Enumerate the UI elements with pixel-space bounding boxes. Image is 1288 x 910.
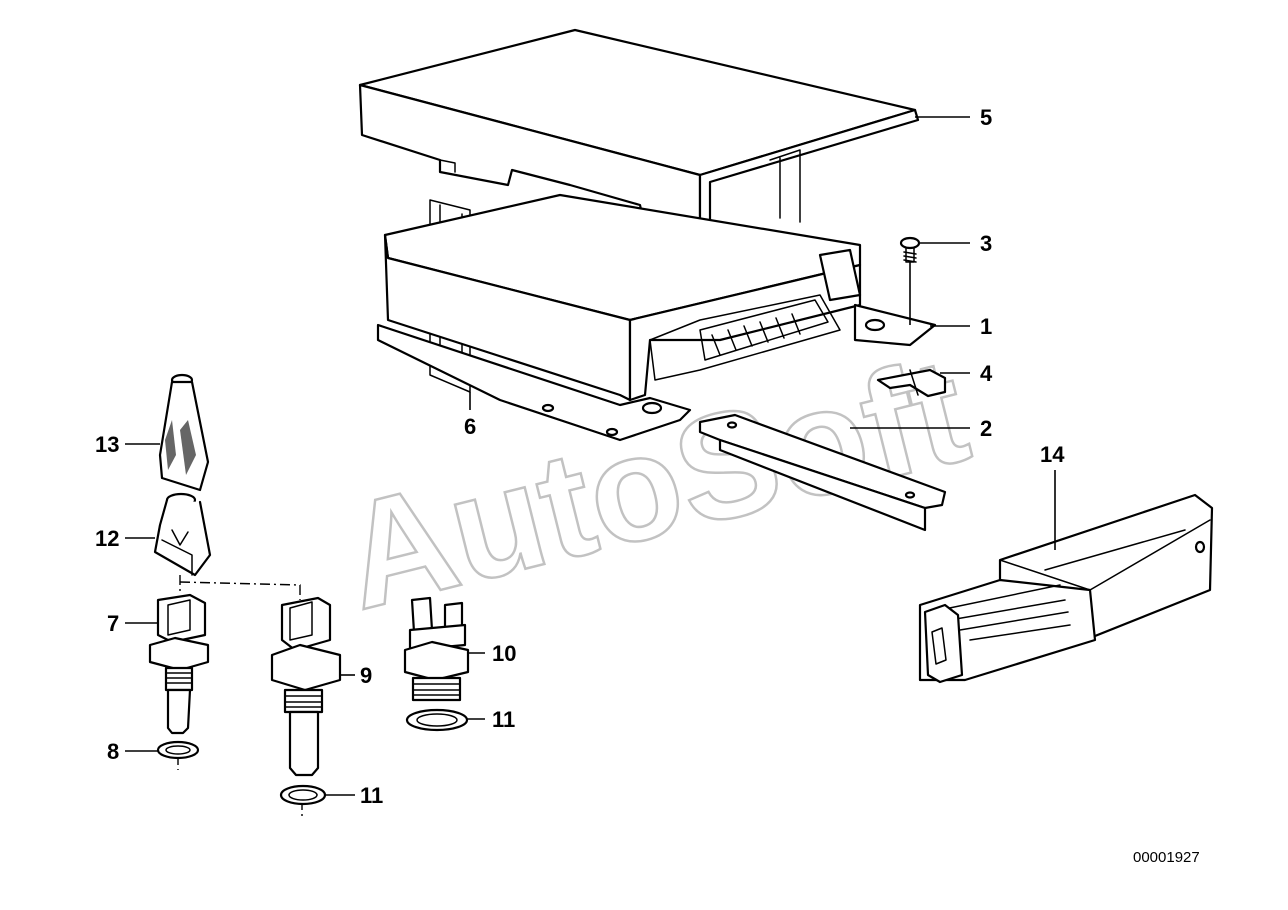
part-12-connector[interactable] (153, 492, 212, 577)
callout-10: 10 (492, 641, 516, 666)
part-13-boot[interactable] (158, 373, 210, 492)
callout-14: 14 (1040, 442, 1065, 467)
callout-9: 9 (360, 663, 372, 688)
callout-5: 5 (980, 105, 992, 130)
callout-8: 8 (107, 739, 119, 764)
callout-2: 2 (980, 416, 992, 441)
leader-lines (125, 116, 1056, 796)
part-3-screw[interactable] (899, 236, 921, 325)
part-5-cover[interactable] (358, 28, 920, 242)
part-14-module[interactable] (918, 493, 1214, 684)
part-1-control-unit[interactable] (376, 193, 937, 442)
part-10-switch[interactable] (403, 596, 470, 702)
callout-7: 7 (107, 611, 119, 636)
part-4-clip[interactable] (876, 368, 947, 398)
callout-13: 13 (95, 432, 119, 457)
callouts: 5 3 1 4 2 6 14 13 12 7 8 9 10 11 11 (95, 105, 1065, 808)
callout-3: 3 (980, 231, 992, 256)
callout-6: 6 (464, 414, 476, 439)
part-9-sensor[interactable] (270, 596, 342, 777)
part-7-sensor[interactable] (148, 593, 210, 735)
callout-11-upper: 11 (492, 707, 515, 732)
part-11-seal-upper[interactable] (405, 708, 469, 732)
callout-1: 1 (980, 314, 992, 339)
document-number: 00001927 (1133, 849, 1200, 866)
callout-12: 12 (95, 526, 119, 551)
callout-11-lower: 11 (360, 783, 383, 808)
part-8-seal[interactable] (156, 740, 200, 760)
part-2-rail[interactable] (698, 413, 947, 532)
part-11-seal-lower[interactable] (279, 784, 327, 806)
callout-4: 4 (980, 361, 993, 386)
